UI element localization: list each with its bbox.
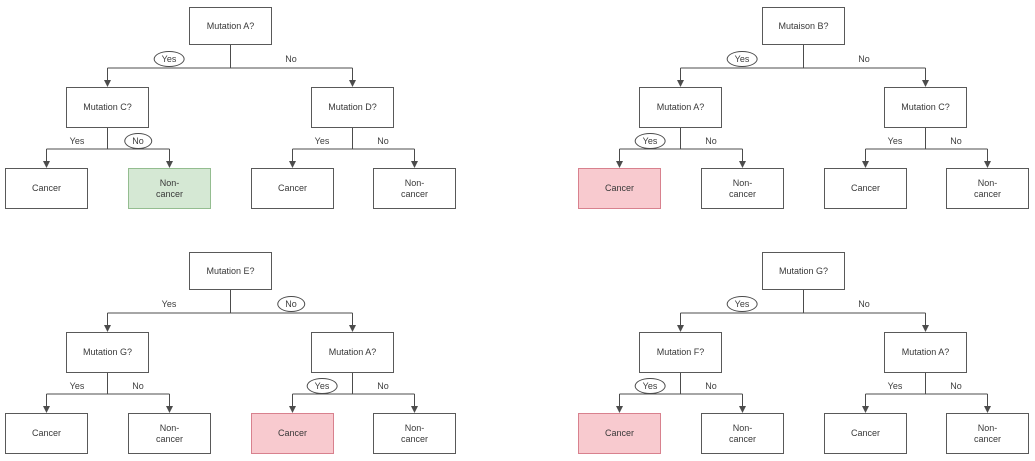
tree-connector-lines [43, 45, 418, 168]
tree-connector-lines [43, 290, 418, 413]
edge-label-no: No [132, 381, 144, 391]
decision-tree-3: Mutation E? Yes No Mutation G? Mutation … [0, 245, 461, 460]
leaf-node-cancer: Cancer [5, 413, 88, 454]
decision-tree-1: Mutation A? Yes No Mutation C? Mutation … [0, 0, 461, 215]
decision-node: Mutation F? [639, 332, 722, 373]
root-node: Mutation A? [189, 7, 272, 45]
decision-node: Mutation C? [884, 87, 967, 128]
leaf-node-cancer-highlighted: Cancer [251, 413, 334, 454]
leaf-node-non-cancer: Non- cancer [701, 413, 784, 454]
leaf-node-non-cancer: Non- cancer [128, 413, 211, 454]
edge-label-no: No [124, 133, 152, 149]
leaf-node-cancer: Cancer [5, 168, 88, 209]
decision-node: Mutation G? [66, 332, 149, 373]
leaf-node-non-cancer: Non- cancer [373, 168, 456, 209]
edge-label-yes: Yes [306, 378, 338, 394]
edge-label-yes: Yes [161, 299, 177, 309]
root-node: Mutation E? [189, 252, 272, 290]
edge-label-no: No [285, 54, 297, 64]
decision-node: Mutation A? [639, 87, 722, 128]
edge-label-no: No [277, 296, 305, 312]
edge-label-no: No [858, 299, 870, 309]
edge-label-yes: Yes [887, 381, 903, 391]
decision-node: Mutation C? [66, 87, 149, 128]
edge-label-yes: Yes [726, 51, 758, 67]
leaf-node-cancer: Cancer [824, 413, 907, 454]
edge-label-no: No [377, 136, 389, 146]
root-node: Mutaison B? [762, 7, 845, 45]
edge-label-no: No [705, 136, 717, 146]
edge-label-no: No [858, 54, 870, 64]
edge-label-yes: Yes [314, 136, 330, 146]
edge-label-yes: Yes [887, 136, 903, 146]
leaf-node-non-cancer-highlighted: Non- cancer [128, 168, 211, 209]
leaf-node-non-cancer: Non- cancer [701, 168, 784, 209]
root-node: Mutation G? [762, 252, 845, 290]
leaf-node-non-cancer: Non- cancer [946, 168, 1029, 209]
edge-label-no: No [377, 381, 389, 391]
edge-label-yes: Yes [69, 381, 85, 391]
leaf-node-cancer-highlighted: Cancer [578, 168, 661, 209]
leaf-node-cancer: Cancer [824, 168, 907, 209]
edge-label-yes: Yes [634, 133, 666, 149]
leaf-node-cancer: Cancer [251, 168, 334, 209]
decision-node: Mutation A? [884, 332, 967, 373]
edge-label-yes: Yes [153, 51, 185, 67]
leaf-node-non-cancer: Non- cancer [946, 413, 1029, 454]
leaf-node-cancer-highlighted: Cancer [578, 413, 661, 454]
edge-label-no: No [950, 136, 962, 146]
edge-label-yes: Yes [69, 136, 85, 146]
tree-connector-lines [616, 45, 991, 168]
edge-label-no: No [705, 381, 717, 391]
tree-connector-lines [616, 290, 991, 413]
leaf-node-non-cancer: Non- cancer [373, 413, 456, 454]
decision-tree-2: Mutaison B? Yes No Mutation A? Mutation … [573, 0, 1034, 215]
edge-label-no: No [950, 381, 962, 391]
edge-label-yes: Yes [634, 378, 666, 394]
decision-tree-4: Mutation G? Yes No Mutation F? Mutation … [573, 245, 1034, 460]
decision-node: Mutation D? [311, 87, 394, 128]
decision-node: Mutation A? [311, 332, 394, 373]
edge-label-yes: Yes [726, 296, 758, 312]
